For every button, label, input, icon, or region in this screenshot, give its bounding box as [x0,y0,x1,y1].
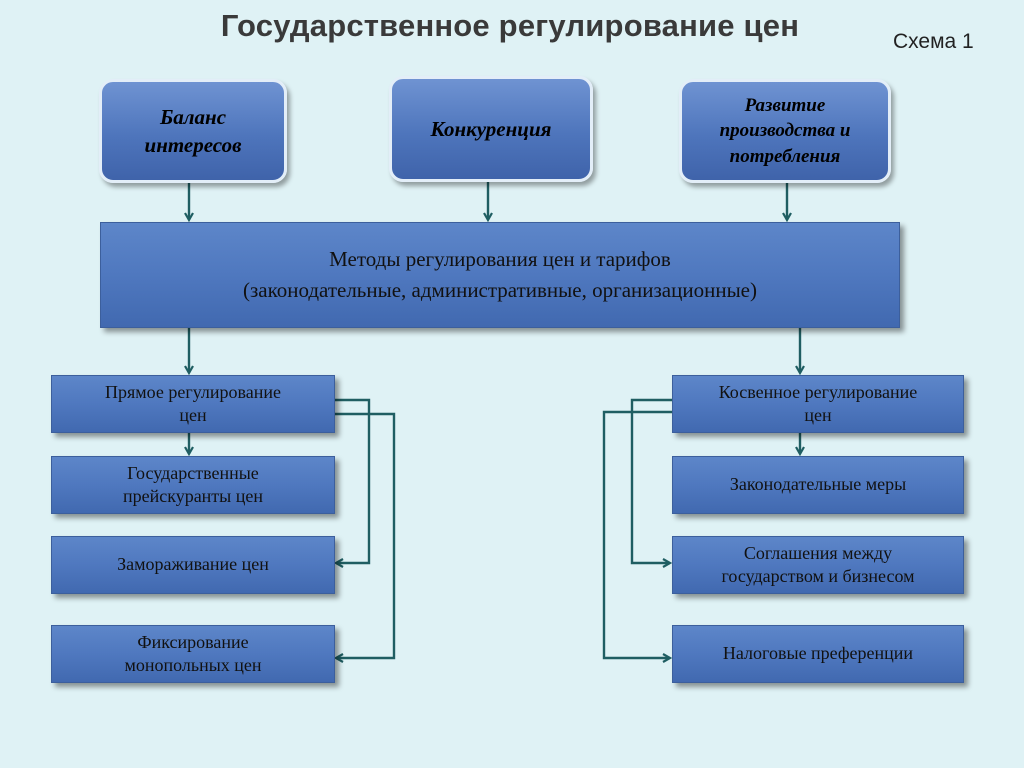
tax-preferences-box: Налоговые преференции [672,625,964,683]
box-line: интересов [144,133,242,157]
box-line: Налоговые преференции [722,643,914,664]
box-line: Фиксирование [137,631,249,652]
production-consumption-box: Развитие производства и потребления [679,79,891,183]
box-line: прейскуранты цен [122,486,264,506]
monopoly-price-fixing-box: Фиксирование монопольных цен [51,625,335,683]
methods-subtitle: (законодательные, административные, орга… [242,278,757,302]
arrow-direct-to-monopoly [334,412,396,658]
box-line: цен [804,405,832,425]
diagram-title: Государственное регулирование цен [220,8,800,43]
box-line: Государственные [127,462,259,483]
box-line: монопольных цен [124,655,262,675]
methods-title: Методы регулирования цен и тарифов [329,246,671,271]
arrow-direct-to-freeze [334,398,371,563]
price-freeze-box: Замораживание цен [51,536,335,594]
state-business-agreements-box: Соглашения между государством и бизнесом [672,536,964,594]
box-line: цен [179,405,207,425]
regulation-methods-box: Методы регулирования цен и тарифов (зако… [100,222,900,328]
direct-regulation-box: Прямое регулирование цен [51,375,335,433]
box-line: Законодательные меры [729,474,907,495]
legislative-measures-box: Законодательные меры [672,456,964,514]
indirect-regulation-box: Косвенное регулирование цен [672,375,964,433]
schema-label: Схема 1 [893,30,974,53]
competition-box: Конкуренция [389,76,593,182]
box-line: Замораживание цен [117,554,269,575]
box-line: Баланс [159,104,227,129]
box-line: государством и бизнесом [721,566,915,586]
arrow-indirect-to-tax [602,410,672,658]
box-line: Соглашения между [743,542,893,563]
box-line: Косвенное регулирование [718,381,918,402]
box-line: потребления [729,145,841,167]
box-line: Развитие [744,94,826,116]
arrow-indirect-to-agreements [630,398,672,563]
balance-of-interests-box: Баланс интересов [99,79,287,183]
box-line: производства и [719,120,851,142]
box-line: Конкуренция [430,116,552,141]
box-line: Прямое регулирование [104,381,282,402]
state-price-lists-box: Государственные прейскуранты цен [51,456,335,514]
